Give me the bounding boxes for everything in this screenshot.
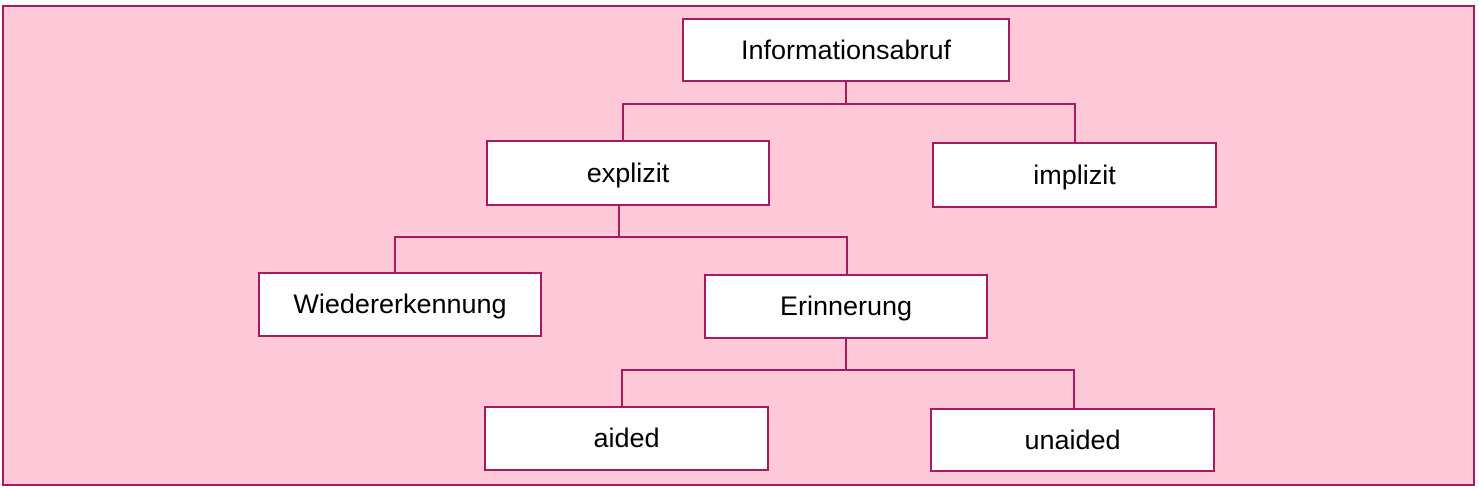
connector-explicit-to-children [394,236,848,274]
node-explizit: explizit [486,140,770,206]
node-informationsabruf: Informationsabruf [682,18,1010,82]
node-label: unaided [1024,424,1121,455]
node-label: Erinnerung [779,291,913,321]
node-implizit: implizit [932,142,1217,208]
node-label: Wiedererkennung [293,289,507,319]
node-label: aided [593,423,660,453]
connector-recall-to-children [621,369,1075,408]
node-label: Informationsabruf [740,34,952,65]
node-aided: aided [484,406,769,471]
connector-root-to-explicit-implicit [622,103,1076,142]
node-wiedererkennung: Wiedererkennung [258,272,542,337]
node-erinnerung: Erinnerung [704,274,988,339]
node-label: explizit [586,157,670,188]
node-unaided: unaided [930,408,1215,472]
node-label: implizit [1033,159,1116,190]
diagram-background-panel [2,5,1475,486]
